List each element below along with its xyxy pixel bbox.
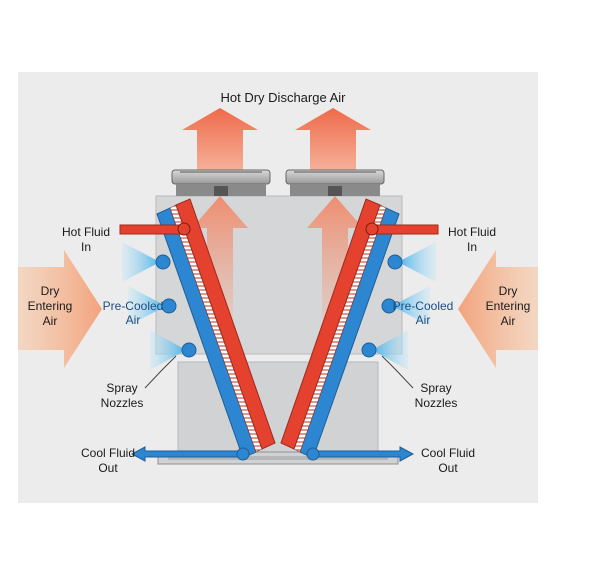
nozzle-icon — [161, 298, 177, 314]
discharge-arrow-right — [295, 108, 371, 176]
header-right-top — [365, 222, 379, 236]
hot-fluid-in-label-right: Hot Fluid — [448, 225, 496, 239]
hot-fluid-inlet-pipe-right — [373, 224, 439, 235]
spray-leader-left — [144, 355, 177, 389]
spray-nozzles-label-right: Spray — [420, 381, 451, 395]
dry-air-arrow-left — [18, 250, 102, 368]
spray-cones-right — [372, 242, 436, 370]
nozzle-icon — [361, 342, 377, 358]
hot-fluid-inlet-pipe-left — [119, 224, 183, 235]
dry-air-arrow-right — [458, 250, 538, 368]
spray-nozzles-label-left: Spray — [106, 381, 137, 395]
dry-entering-air-label-right: Dry — [499, 284, 518, 298]
hot-fluid-in-label-right-2: In — [467, 240, 477, 254]
dry-entering-air-label-left-3: Air — [43, 314, 58, 328]
discharge-arrow-left — [182, 108, 258, 176]
nozzle-icon — [387, 254, 403, 270]
dry-entering-air-label-left-2: Entering — [28, 299, 73, 313]
coil-left — [119, 198, 276, 462]
cool-fluid-out-label-right-2: Out — [438, 461, 458, 475]
lower-housing — [177, 361, 379, 453]
pre-cooled-air-label-left: Pre-Cooled — [103, 299, 164, 313]
pre-cooled-air-label-right: Pre-Cooled — [393, 299, 454, 313]
header-right-bottom — [306, 447, 320, 461]
spray-leader-right — [381, 355, 414, 389]
hot-fluid-in-label-left-2: In — [81, 240, 91, 254]
pre-cooled-air-label-right-2: Air — [416, 313, 431, 327]
dry-entering-air-label-right-2: Entering — [486, 299, 531, 313]
spray-nozzles-label-left-2: Nozzles — [101, 396, 144, 410]
fan-left — [171, 169, 271, 196]
spray-nozzles-left — [155, 254, 197, 358]
coil-right-hot-tube — [280, 198, 381, 450]
cool-fluid-outlet-pipe-left — [130, 446, 249, 462]
spray-cones-left — [122, 242, 186, 370]
spray-nozzles-right — [361, 254, 403, 358]
header-left-top — [177, 222, 191, 236]
fan-right — [285, 169, 385, 196]
dry-entering-air-label-right-3: Air — [501, 314, 516, 328]
spray-nozzles-label-right-2: Nozzles — [415, 396, 458, 410]
coil-left-hot-tube — [175, 198, 276, 450]
cool-fluid-outlet-pipe-right — [307, 446, 415, 462]
cool-fluid-out-label-left: Cool Fluid — [81, 446, 135, 460]
dry-entering-air-label-left: Dry — [41, 284, 60, 298]
inner-warm-air — [192, 196, 363, 350]
hot-dry-discharge-air-label: Hot Dry Discharge Air — [221, 90, 347, 105]
nozzle-icon — [155, 254, 171, 270]
cool-fluid-out-label-left-2: Out — [98, 461, 118, 475]
hot-discharge-arrows — [182, 108, 371, 176]
nozzle-icon — [181, 342, 197, 358]
pre-cooled-air-label-left-2: Air — [126, 313, 141, 327]
base-rail — [168, 456, 388, 460]
hot-fluid-in-label-left: Hot Fluid — [62, 225, 110, 239]
nozzle-icon — [381, 298, 397, 314]
header-left-bottom — [236, 447, 250, 461]
coil-right — [280, 198, 439, 462]
cool-fluid-out-label-right: Cool Fluid — [421, 446, 475, 460]
